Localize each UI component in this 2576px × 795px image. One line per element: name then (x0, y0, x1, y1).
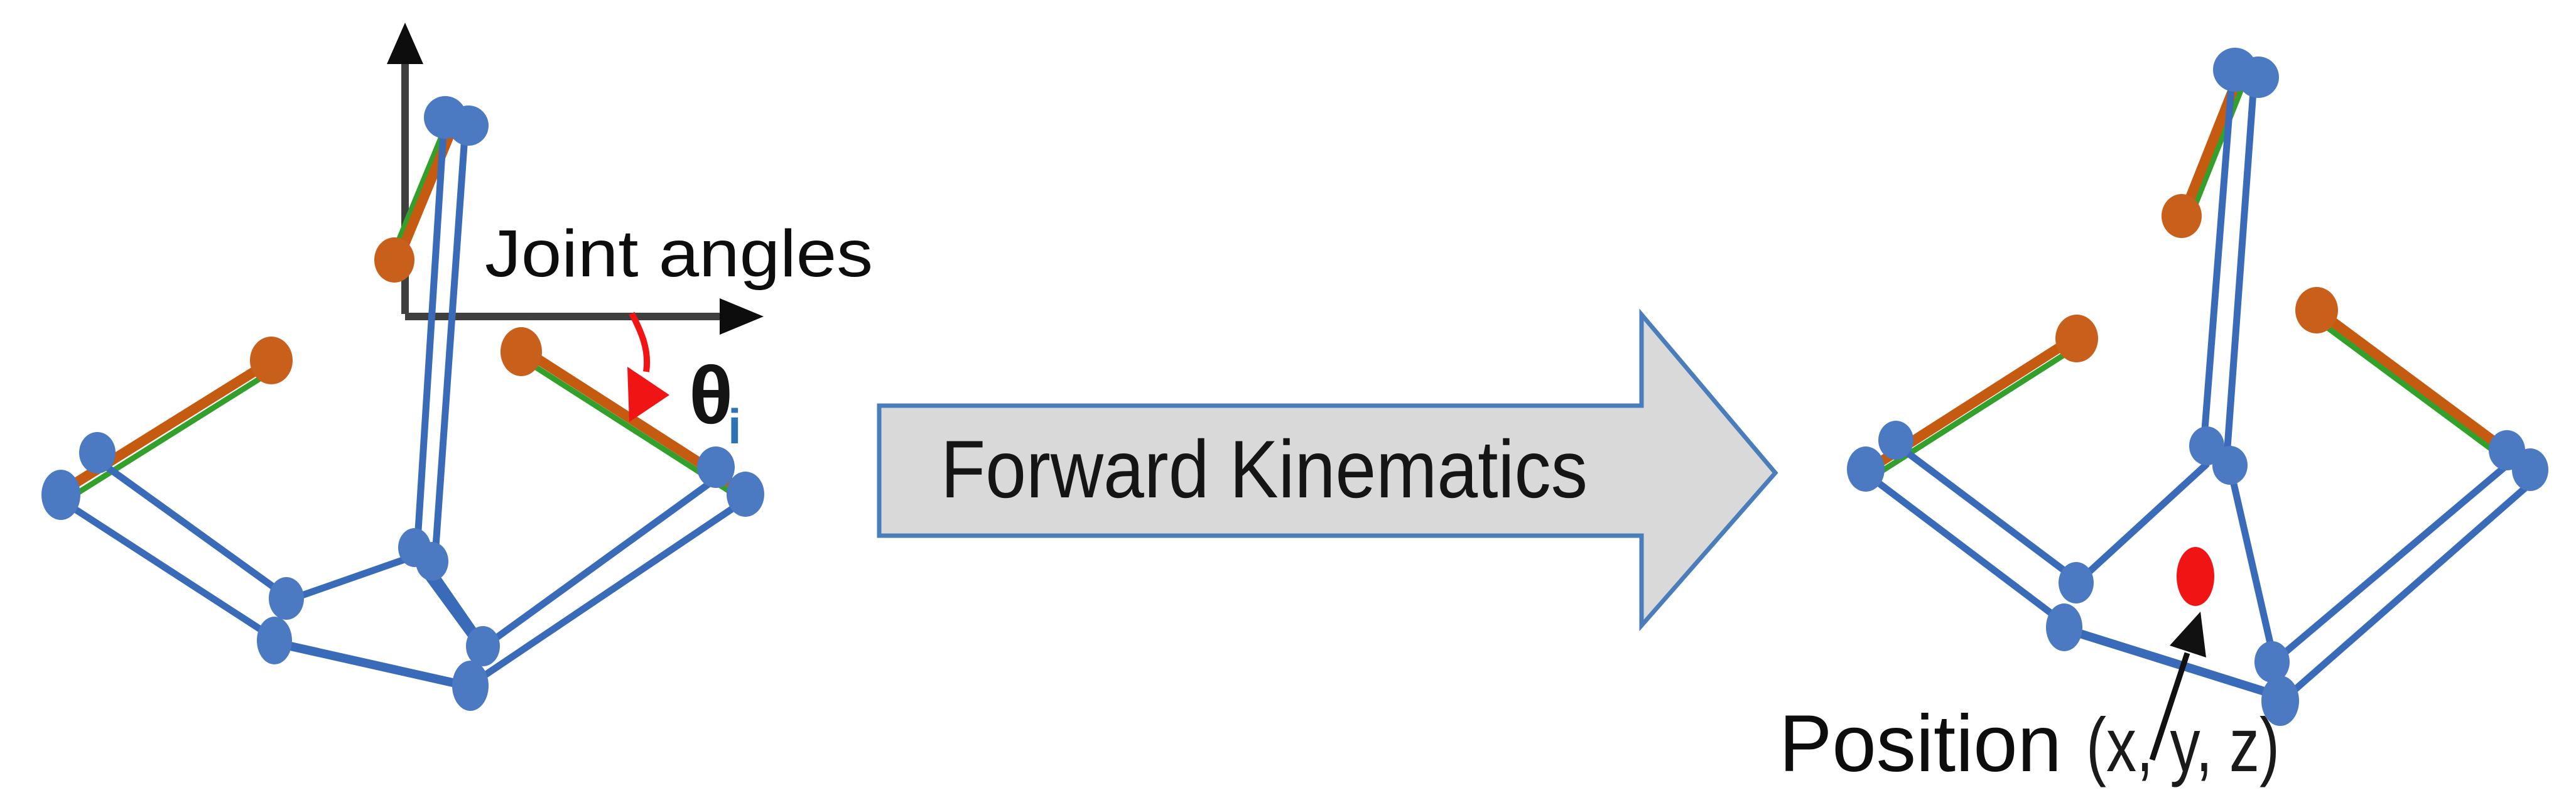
joint-node (41, 470, 80, 520)
joint-node (2046, 603, 2082, 651)
x-axis-arrow-icon (720, 298, 764, 335)
position-label: Position (1779, 699, 2062, 789)
joint-node (2212, 446, 2248, 485)
joint-node (697, 446, 735, 488)
joint-node (2254, 641, 2290, 683)
joint-node (452, 661, 489, 711)
platform-edge (2075, 461, 2210, 585)
platform-edge (284, 551, 421, 604)
rod (67, 502, 278, 642)
theta-symbol: θ (689, 349, 733, 441)
right-robot-figure: Position (x, y, z) (1779, 48, 2548, 789)
end-effector-position-dot (2177, 547, 2214, 606)
rod (431, 133, 468, 559)
green-link (387, 120, 450, 263)
joint-angles-label: Joint angles (485, 217, 873, 291)
joint-node (727, 472, 764, 517)
joint-node (1847, 446, 1885, 492)
rod (1869, 475, 2069, 627)
rod (2283, 476, 2538, 701)
joint-angle-rotation-icon (627, 311, 669, 422)
green-link (68, 367, 277, 500)
block-arrow-shape (877, 308, 1778, 632)
joint-node (2512, 448, 2548, 491)
rod (102, 462, 289, 599)
forward-kinematics-arrow: Forward Kinematics (877, 308, 1778, 632)
joint-node (269, 577, 304, 620)
forward-kinematics-label: Forward Kinematics (941, 423, 1588, 515)
motor-joint-node (250, 337, 293, 384)
joint-node (2261, 676, 2299, 726)
blue-links (67, 129, 747, 691)
rod (2223, 88, 2257, 460)
rod (414, 129, 447, 544)
left-robot-figure: Joint angles θ i (41, 23, 873, 711)
motor-joint-node (2055, 315, 2098, 362)
joint-node (2059, 562, 2094, 603)
rod (2275, 457, 2516, 662)
rod (1900, 446, 2079, 583)
motor-joint-node (374, 237, 414, 283)
joint-node (416, 542, 448, 581)
joint-nodes (41, 96, 764, 711)
blue-links (1869, 84, 2538, 701)
green-link (1876, 342, 2083, 476)
motor-joint-node (2162, 194, 2202, 238)
joint-node (257, 617, 292, 664)
platform-edge (2226, 463, 2278, 663)
motor-joints (2055, 194, 2338, 362)
joint-node (448, 105, 489, 146)
joint-node (1878, 421, 1913, 460)
joint-node (79, 432, 116, 473)
motor-joints (250, 237, 542, 384)
rod (2200, 84, 2235, 441)
y-axis-arrow-icon (387, 23, 423, 64)
joint-nodes (1847, 48, 2548, 726)
theta-subscript: i (728, 399, 742, 454)
green-links (1876, 77, 2526, 476)
joint-node (466, 626, 500, 666)
platform-edge (272, 639, 477, 691)
orange-arms (1869, 70, 2532, 471)
green-link (2308, 313, 2526, 475)
rod (469, 497, 747, 687)
motor-joint-node (501, 327, 542, 376)
platform-edge (2064, 625, 2283, 700)
motor-joint-node (2295, 287, 2338, 333)
rod (484, 472, 723, 648)
position-coordinates-label: (x, y, z) (2086, 702, 2280, 787)
joint-node (2238, 57, 2279, 98)
green-link (2187, 77, 2248, 222)
position-pointer-icon (2149, 612, 2206, 761)
